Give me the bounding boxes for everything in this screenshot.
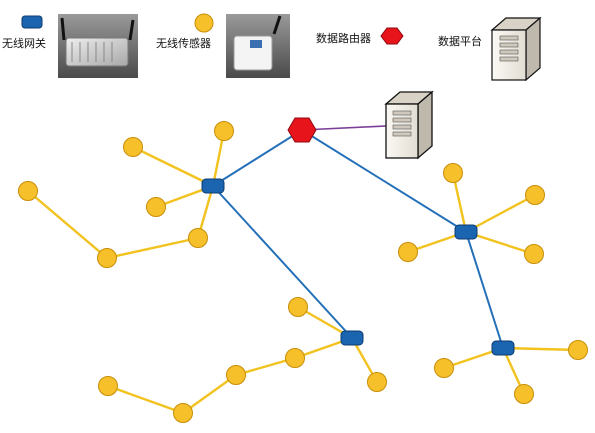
sensor-node <box>285 348 305 368</box>
sensor-link <box>107 384 184 415</box>
sensor-node <box>288 297 308 317</box>
sensor-node <box>146 197 166 217</box>
legend: 无线网关 无线传感器 数据路由器 <box>2 13 542 82</box>
legend-gateway-symbol <box>21 15 43 29</box>
sensor-node <box>524 244 544 264</box>
sensor-link <box>132 145 214 188</box>
sensor-link <box>235 356 296 377</box>
legend-router-symbol <box>380 27 404 45</box>
legend-gateway-label: 无线网关 <box>2 36 46 50</box>
legend-sensor-symbol <box>194 13 214 33</box>
sensor-box-photo-icon <box>226 14 290 78</box>
sensor-node <box>98 376 118 396</box>
sensor-node <box>173 403 193 423</box>
sensor-link <box>182 374 237 414</box>
sensor-node <box>568 340 588 360</box>
data-platform-server-icon <box>384 90 434 160</box>
sensor-node <box>443 163 463 183</box>
backbone-link <box>212 129 303 187</box>
sensor-link <box>451 172 468 233</box>
backbone-link <box>212 185 353 339</box>
legend-router-label: 数据路由器 <box>316 31 371 45</box>
sensor-node <box>188 228 208 248</box>
legend-sensor-label: 无线传感器 <box>156 36 211 50</box>
sensor-node <box>214 121 234 141</box>
sensor-node <box>514 384 534 404</box>
gateway-node <box>340 330 364 346</box>
network-nodes <box>18 117 588 423</box>
gateway-node <box>491 340 515 356</box>
sensor-link <box>106 236 199 260</box>
sensor-link <box>27 190 108 259</box>
sensor-link <box>465 193 536 234</box>
sensor-node <box>123 137 143 157</box>
sensor-node <box>398 242 418 262</box>
backbone-link <box>465 231 504 349</box>
router-node <box>287 117 317 143</box>
legend-platform-label: 数据平台 <box>438 34 482 48</box>
sensor-node <box>97 248 117 268</box>
sensor-node <box>525 185 545 205</box>
sensor-node <box>434 358 454 378</box>
sensor-link <box>502 346 579 352</box>
gateway-node <box>201 178 225 194</box>
legend-platform-server-icon <box>490 16 542 82</box>
sensor-node <box>18 181 38 201</box>
gateway-node <box>454 224 478 240</box>
router-device-photo-icon <box>58 14 138 78</box>
backbone-link <box>301 129 467 233</box>
network-links <box>27 125 579 415</box>
sensor-node <box>226 365 246 385</box>
sensor-node <box>367 372 387 392</box>
